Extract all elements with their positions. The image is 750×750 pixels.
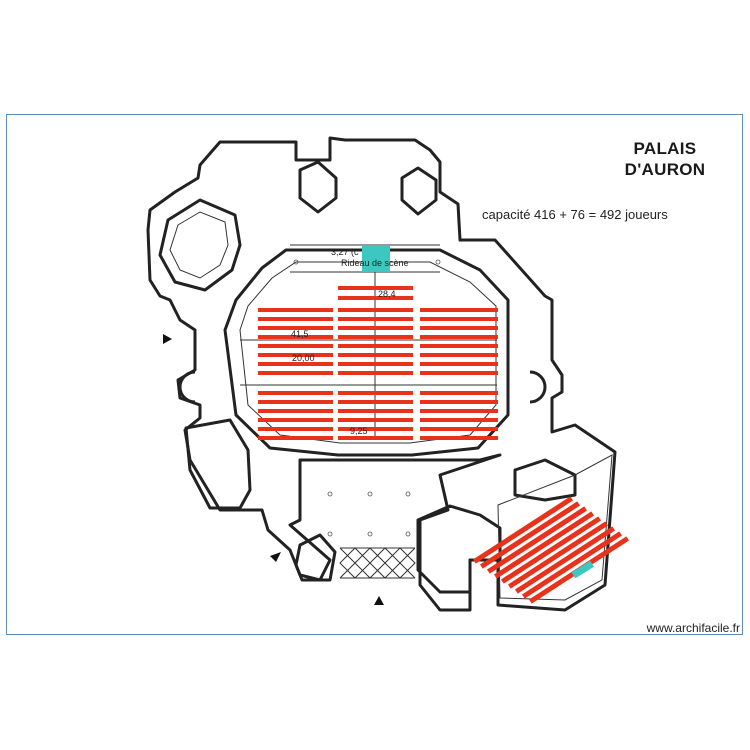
entrance-arrow-icon <box>163 334 172 344</box>
seating-row <box>258 326 333 330</box>
seating-row <box>420 371 498 375</box>
seating-row <box>420 326 498 330</box>
seating-row <box>420 335 498 339</box>
watermark-link[interactable]: www.archifacile.fr <box>646 621 740 635</box>
seating-row <box>420 436 498 440</box>
seating-row <box>338 391 413 395</box>
seating-row <box>338 418 413 422</box>
seating-row <box>338 362 413 366</box>
seating-row <box>420 400 498 404</box>
dim-bottom: 9,25 <box>350 426 368 436</box>
seating-row <box>493 511 595 579</box>
dim-top: 3,27 (c <box>331 247 359 257</box>
seating-row <box>338 344 413 348</box>
title-line-2: D'AURON <box>624 160 706 179</box>
seating-row <box>420 409 498 413</box>
seating-row <box>258 400 333 404</box>
capacity-label: capacité 416 + 76 = 492 joueurs <box>482 207 668 222</box>
seating-row <box>420 418 498 422</box>
seating-row <box>420 344 498 348</box>
seating-row <box>514 526 616 594</box>
entrance-arrow-icon <box>270 552 281 562</box>
seating-row <box>258 335 333 339</box>
seating-row <box>479 501 581 569</box>
seating-row <box>258 371 333 375</box>
seating-row <box>338 427 413 431</box>
seating-row <box>420 317 498 321</box>
seating-row <box>258 362 333 366</box>
seating-row <box>420 362 498 366</box>
seating-row <box>420 427 498 431</box>
dim-stage: Rideau de scène <box>341 258 409 268</box>
seating-row <box>420 308 498 312</box>
dim-mid: 20,00 <box>292 353 315 363</box>
annex-seating <box>472 496 630 604</box>
seating-row <box>420 353 498 357</box>
seating-row <box>338 326 413 330</box>
seating-row <box>338 317 413 321</box>
building-walls <box>146 136 617 612</box>
seating-row <box>258 427 333 431</box>
seating-row <box>500 516 602 584</box>
seating-row <box>258 317 333 321</box>
seating-row <box>338 308 413 312</box>
seating-row <box>338 353 413 357</box>
seating-row <box>258 344 333 348</box>
entrance-arrow-icon <box>374 596 384 605</box>
seating-row <box>472 496 574 564</box>
seating-row <box>258 308 333 312</box>
annex-marker <box>571 560 594 579</box>
seating-row <box>338 436 413 440</box>
seating-row <box>258 391 333 395</box>
seating-row <box>507 521 609 589</box>
seating-row <box>258 409 333 413</box>
seating-row <box>258 418 333 422</box>
seating-row <box>258 353 333 357</box>
seating-row <box>258 436 333 440</box>
seating-row <box>338 371 413 375</box>
main-hall-seating <box>258 286 498 440</box>
seating-row <box>338 335 413 339</box>
stage-marker <box>362 246 390 272</box>
seating-row <box>338 409 413 413</box>
seating-row <box>338 400 413 404</box>
seating-row <box>420 391 498 395</box>
seating-row <box>521 531 623 599</box>
seating-row <box>486 506 588 574</box>
dim-center: 28,4 <box>378 289 396 299</box>
title-line-1: PALAIS <box>633 139 697 158</box>
dim-left: 41,5 <box>291 329 309 339</box>
seating-row <box>338 296 413 300</box>
seating-row <box>338 286 413 290</box>
